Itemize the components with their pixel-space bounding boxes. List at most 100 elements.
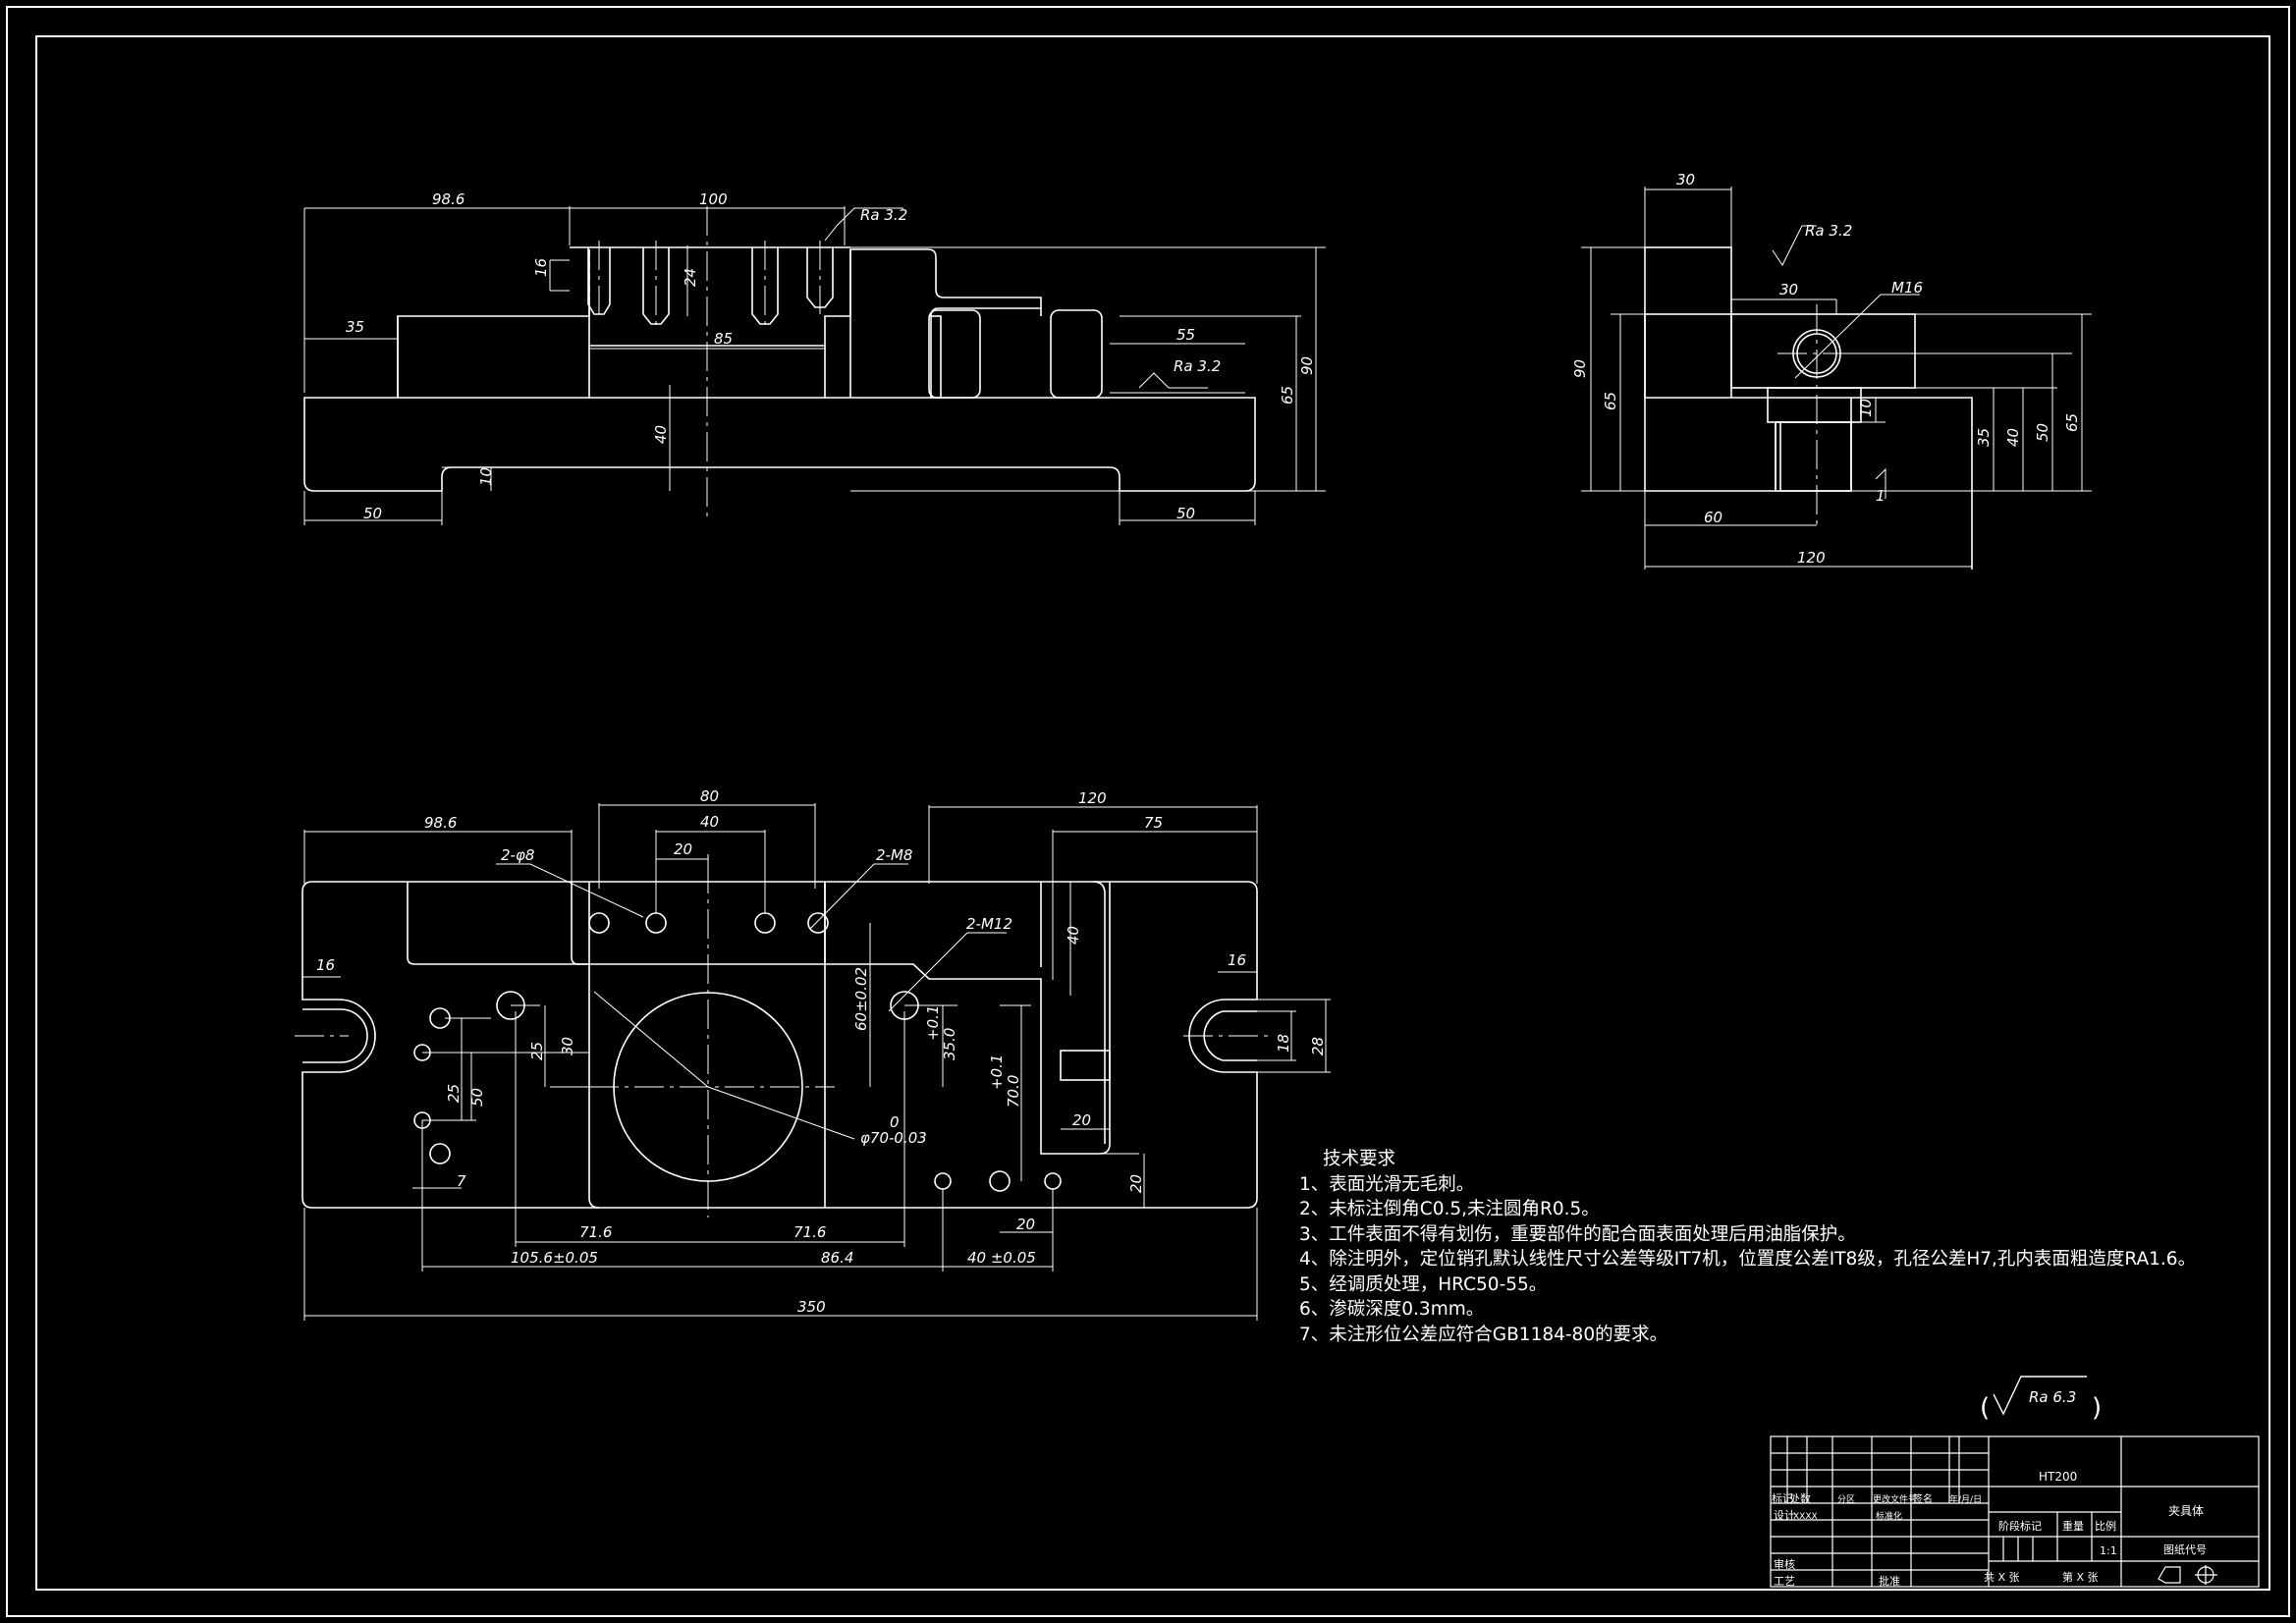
side-view: [1581, 187, 2092, 569]
material: HT200: [2039, 1470, 2077, 1484]
top-tol: +0.1: [924, 1005, 942, 1041]
tech-req-item: 5、经调质处理，HRC50-55。: [1299, 1273, 1548, 1295]
part-name: 夹具体: [2168, 1504, 2204, 1518]
top-dim: 98.6: [424, 814, 457, 832]
tb-scale-label: 比例: [2095, 1519, 2116, 1533]
tech-req-item: 7、未注形位公差应符合GB1184-80的要求。: [1299, 1324, 1668, 1345]
front-roughness: Ra 3.2: [860, 206, 907, 224]
paren-close: ): [2092, 1393, 2102, 1423]
tech-req-item: 6、渗碳深度0.3mm。: [1299, 1299, 1485, 1320]
outer-frame: [6, 6, 2290, 1617]
top-dim: 71.6: [579, 1223, 612, 1241]
side-dim: 120: [1797, 549, 1826, 567]
inner-frame: [35, 35, 2270, 1591]
tb-sheet-no: 第 X 张: [2062, 1570, 2099, 1584]
top-tol: +0.1: [988, 1055, 1006, 1090]
tb-header: 更改文件号: [1873, 1493, 1917, 1505]
side-thread: M16: [1891, 279, 1923, 297]
top-dim: 25: [445, 1084, 463, 1103]
top-dim: 70.0: [1005, 1075, 1022, 1108]
tb-design: 设计: [1774, 1509, 1795, 1522]
top-thread: 2-M12: [966, 915, 1012, 933]
front-dim: 16: [532, 258, 550, 277]
top-dim: 20: [674, 840, 692, 858]
technical-requirements: 技术要求 1、表面光滑无毛刺。 2、未标注倒角C0.5,未注圆角R0.5。 3、…: [1299, 1147, 2196, 1347]
top-dim: 50: [468, 1088, 486, 1107]
tb-total-sheets: 共 X 张: [1984, 1571, 2020, 1584]
top-dim: 7: [457, 1172, 466, 1190]
top-view: [295, 803, 1331, 1321]
title-block: [1770, 1435, 2260, 1588]
top-dim: 40: [1065, 926, 1082, 945]
side-dim: 35: [1975, 428, 1993, 447]
front-dim: 50: [1176, 505, 1195, 522]
front-dim: 65: [1279, 386, 1296, 405]
front-dim: 10: [477, 467, 495, 486]
side-view-dims: 30 Ra 3.2 30 M16 90 65 10 35 40 50 65 1 …: [1571, 171, 2081, 567]
front-dim: 98.6: [432, 190, 465, 208]
side-dim: 40: [2004, 428, 2022, 447]
tech-req-item: 1、表面光滑无毛刺。: [1299, 1173, 1475, 1195]
title-block-text: HT200 夹具体 图纸代号 标记 处数 分区 更改文件号 签名 年/月/日 设…: [1772, 1470, 2207, 1588]
front-roughness: Ra 3.2: [1174, 357, 1221, 375]
side-dim: 30: [1779, 281, 1798, 298]
tb-weight: 重量: [2062, 1519, 2084, 1533]
front-dim: 40: [652, 425, 670, 444]
tech-req-title: 技术要求: [1323, 1149, 1396, 1169]
tb-header: 签名: [1913, 1492, 1933, 1505]
tb-design-name: XXXX: [1793, 1512, 1818, 1522]
top-dim: 80: [700, 787, 719, 805]
top-dim: 28: [1309, 1037, 1327, 1055]
top-dim: 40 ±0.05: [967, 1249, 1036, 1267]
general-roughness-note: ( Ra 6.3 ): [1980, 1376, 2102, 1423]
side-dim: 60: [1704, 509, 1722, 526]
front-dim: 90: [1298, 356, 1316, 375]
tb-stage: 阶段标记: [1998, 1519, 2042, 1533]
drawing-no-label: 图纸代号: [2163, 1543, 2207, 1556]
side-dim: 10: [1857, 399, 1875, 417]
side-dim: 65: [2063, 413, 2081, 432]
top-dim: 20: [1072, 1111, 1091, 1129]
front-dim: 24: [682, 268, 699, 287]
front-dim: 35: [346, 318, 364, 336]
top-hole: 2-φ8: [501, 846, 534, 864]
top-tol: 0: [890, 1113, 900, 1131]
front-dim: 55: [1176, 326, 1195, 344]
top-dim: 16: [1228, 951, 1246, 969]
tb-standardize: 标准化: [1876, 1510, 1902, 1522]
top-dim: 30: [559, 1037, 576, 1055]
top-dim: 75: [1144, 814, 1163, 832]
top-dim: 350: [797, 1298, 826, 1316]
top-dim: 35.0: [941, 1028, 958, 1060]
side-dim: 30: [1676, 171, 1695, 189]
tb-header: 年/月/日: [1949, 1493, 1982, 1505]
side-dim: 1: [1876, 487, 1886, 505]
front-dim: 100: [699, 190, 728, 208]
top-thread: 2-M8: [876, 846, 912, 864]
side-dim: 50: [2034, 423, 2051, 442]
top-dim: 16: [316, 956, 335, 974]
tb-review: 审核: [1774, 1557, 1795, 1571]
top-dim: 18: [1275, 1034, 1292, 1053]
top-view-dims: 98.6 80 40 20 2-φ8 2-M8 120 75 2-M12 40 …: [316, 787, 1327, 1316]
tb-scale: 1:1: [2100, 1544, 2117, 1557]
paren-open: (: [1980, 1393, 1990, 1423]
top-dim: 120: [1078, 789, 1107, 807]
tb-header: 分区: [1837, 1494, 1855, 1505]
top-dim: 40: [700, 813, 719, 831]
top-dim: 60±0.02: [852, 967, 870, 1031]
tb-approve: 批准: [1879, 1574, 1900, 1588]
front-dim: 50: [363, 505, 382, 522]
tb-header: 标记: [1772, 1491, 1793, 1505]
side-dim: 65: [1602, 392, 1619, 410]
tech-req-item: 3、工件表面不得有划伤，重要部件的配合面表面处理后用油脂保护。: [1299, 1223, 1856, 1245]
front-view-dims: 98.6 100 Ra 3.2 16 24 35 85 55 Ra 3.2 90…: [346, 190, 1316, 522]
tb-header: 处数: [1789, 1492, 1811, 1505]
tech-req-item: 4、除注明外，定位销孔默认线性尺寸公差等级IT7机，位置度公差IT8级，孔径公差…: [1299, 1249, 2197, 1270]
front-view: [303, 206, 1326, 525]
top-dim: 25: [528, 1042, 546, 1060]
top-dim: 20: [1016, 1216, 1035, 1233]
top-dim: 105.6±0.05: [511, 1249, 598, 1267]
front-dim: 85: [714, 330, 733, 348]
tb-process: 工艺: [1774, 1575, 1795, 1588]
